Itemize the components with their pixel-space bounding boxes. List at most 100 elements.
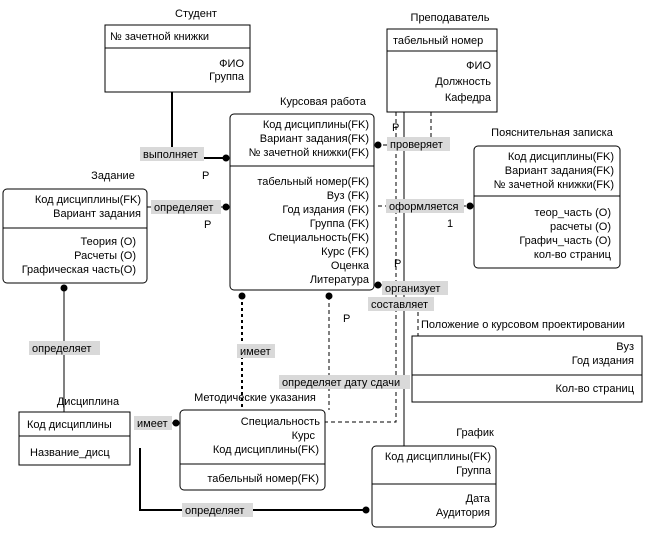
entity-attr: Курс (FK) [321, 246, 369, 258]
entity-title: Методические указания [194, 392, 316, 404]
entity-attr: Вуз (FK) [327, 190, 369, 202]
entity-key: Вариант задания(FK) [260, 133, 369, 145]
entity-key: Вуз [616, 341, 634, 353]
entity-title: Курсовая работа [280, 96, 367, 108]
relation-line-sostavlyaet [325, 112, 397, 423]
entity-attr: Специальность(FK) [268, 232, 369, 244]
entity-title: Задание [91, 170, 135, 182]
entity-attr: ФИО [466, 60, 491, 72]
relation-label-imeet-disc: имеет [134, 416, 172, 430]
connector-dot [222, 154, 230, 162]
entity-key: Специальность [241, 416, 320, 428]
cardinality-p: P [202, 170, 209, 182]
svg-text:определяет: определяет [154, 202, 213, 214]
cardinality-p: P [343, 313, 350, 325]
svg-text:имеет: имеет [137, 418, 168, 430]
relation-label-proveryaet: проверяет [387, 137, 450, 151]
relation-label-imeet-cw: имеет [237, 344, 275, 358]
connector-dot [238, 292, 246, 300]
connector-dot [374, 281, 382, 289]
entity-key: Код дисциплины [27, 419, 112, 431]
entity-key: Код дисциплины(FK) [213, 444, 319, 456]
entity-key: № зачетной книжки(FK) [494, 179, 614, 191]
entity-key: Вариант задания [53, 208, 141, 220]
entity-attr: Теория (О) [81, 236, 137, 248]
cardinality-p: P [204, 219, 211, 231]
connector-dot [362, 506, 370, 514]
connector-dot [466, 202, 474, 210]
entity-key: Код дисциплины(FK) [35, 194, 141, 206]
entity-student[interactable]: Студент № зачетной книжки ФИО Группа [104, 8, 251, 93]
svg-text:имеет: имеет [240, 346, 271, 358]
entity-attr: Графич_часть (О) [519, 235, 611, 247]
entity-attr: Оценка [331, 260, 370, 272]
entity-attr: Кафедра [445, 92, 492, 104]
relation-line-opredelyaet-sched [139, 448, 366, 511]
entity-teacher[interactable]: Преподаватель табельный номер ФИО Должно… [386, 12, 498, 113]
entity-note[interactable]: Пояснительная записка Код дисциплины(FK)… [473, 127, 621, 269]
relation-label-organizuet: организует [382, 281, 448, 295]
entity-attr: Кол-во страниц [555, 383, 634, 395]
svg-text:оформляется: оформляется [389, 201, 459, 213]
svg-text:организует: организует [385, 283, 440, 295]
connector-dot [325, 292, 333, 300]
connector-dot [172, 419, 180, 427]
entity-key: Код дисциплины(FK) [508, 151, 614, 163]
svg-text:составляет: составляет [371, 299, 428, 311]
connector-dot [60, 284, 68, 292]
entity-key: табельный номер [393, 35, 483, 47]
entity-attr: Литература [310, 274, 370, 286]
entity-attr: Графическая часть(О) [22, 264, 136, 276]
entity-attr: Расчеты (О) [74, 250, 136, 262]
relation-label-opredelyaet-task: определяет [151, 200, 221, 214]
entity-key: № зачетной книжки [110, 31, 209, 43]
relation-label-oformlyaetsya: оформляется [386, 199, 464, 213]
svg-text:проверяет: проверяет [390, 139, 443, 151]
connector-dot [222, 203, 230, 211]
entity-task[interactable]: Задание Код дисциплины(FK) Вариант задан… [2, 170, 148, 284]
entity-attr: Должность [435, 76, 491, 88]
entity-discipline[interactable]: Дисциплина Код дисциплины Название_дисц [18, 396, 131, 466]
entity-key: № зачетной книжки(FK) [249, 147, 369, 159]
svg-text:выполняет: выполняет [143, 149, 198, 161]
entity-attr: расчеты (О) [550, 221, 611, 233]
entity-attr: ФИО [219, 58, 244, 70]
cardinality-p: P [394, 258, 401, 270]
entity-regulation[interactable]: Положение о курсовом проектировании Вуз … [411, 319, 643, 403]
relation-label-opredelyaet-date: определяет дату сдачи [279, 375, 410, 389]
entity-key: Код дисциплины(FK) [385, 451, 491, 463]
svg-text:определяет: определяет [185, 505, 244, 517]
entity-attr: табельный номер(FK) [207, 473, 319, 485]
entity-attr: Группа (FK) [310, 218, 369, 230]
entity-title: Пояснительная записка [491, 127, 614, 139]
entity-attr: Аудитория [436, 507, 490, 519]
entity-coursework[interactable]: Курсовая работа Код дисциплины(FK) Вариа… [229, 96, 375, 291]
entity-method[interactable]: Методические указания Специальность Курс… [179, 392, 326, 491]
entity-title: Преподаватель [411, 12, 490, 24]
svg-text:определяет: определяет [32, 343, 91, 355]
relation-label-vypolnyaet: выполняет [140, 147, 204, 161]
entity-key: Год издания [572, 355, 634, 367]
entity-title: Положение о курсовом проектировании [421, 319, 625, 331]
entity-key: Вариант задания(FK) [505, 165, 614, 177]
entity-key: Группа [456, 465, 492, 477]
entity-attr: Дата [466, 493, 491, 505]
relation-line-proveryaet [378, 112, 432, 146]
entity-key: Код дисциплины(FK) [263, 119, 369, 131]
entity-title: Студент [175, 8, 217, 20]
entity-attr: Год издания (FK) [282, 204, 369, 216]
entity-title: График [456, 427, 494, 439]
cardinality-1: 1 [447, 218, 453, 230]
entity-attr: кол-во страниц [534, 249, 612, 261]
svg-text:определяет дату сдачи: определяет дату сдачи [282, 377, 400, 389]
entity-key: Курс [292, 430, 316, 442]
entity-attr: табельный номер(FK) [257, 176, 369, 188]
entity-title: Дисциплина [57, 396, 120, 408]
cardinality-p: P [392, 122, 399, 134]
relation-label-opredelyaet-disc: определяет [29, 341, 100, 355]
entity-schedule[interactable]: График Код дисциплины(FK) Группа Дата Ау… [371, 427, 497, 528]
connector-dot [374, 141, 382, 149]
entity-attr: Группа [209, 71, 245, 83]
relation-label-opredelyaet-sched: определяет [182, 503, 253, 517]
